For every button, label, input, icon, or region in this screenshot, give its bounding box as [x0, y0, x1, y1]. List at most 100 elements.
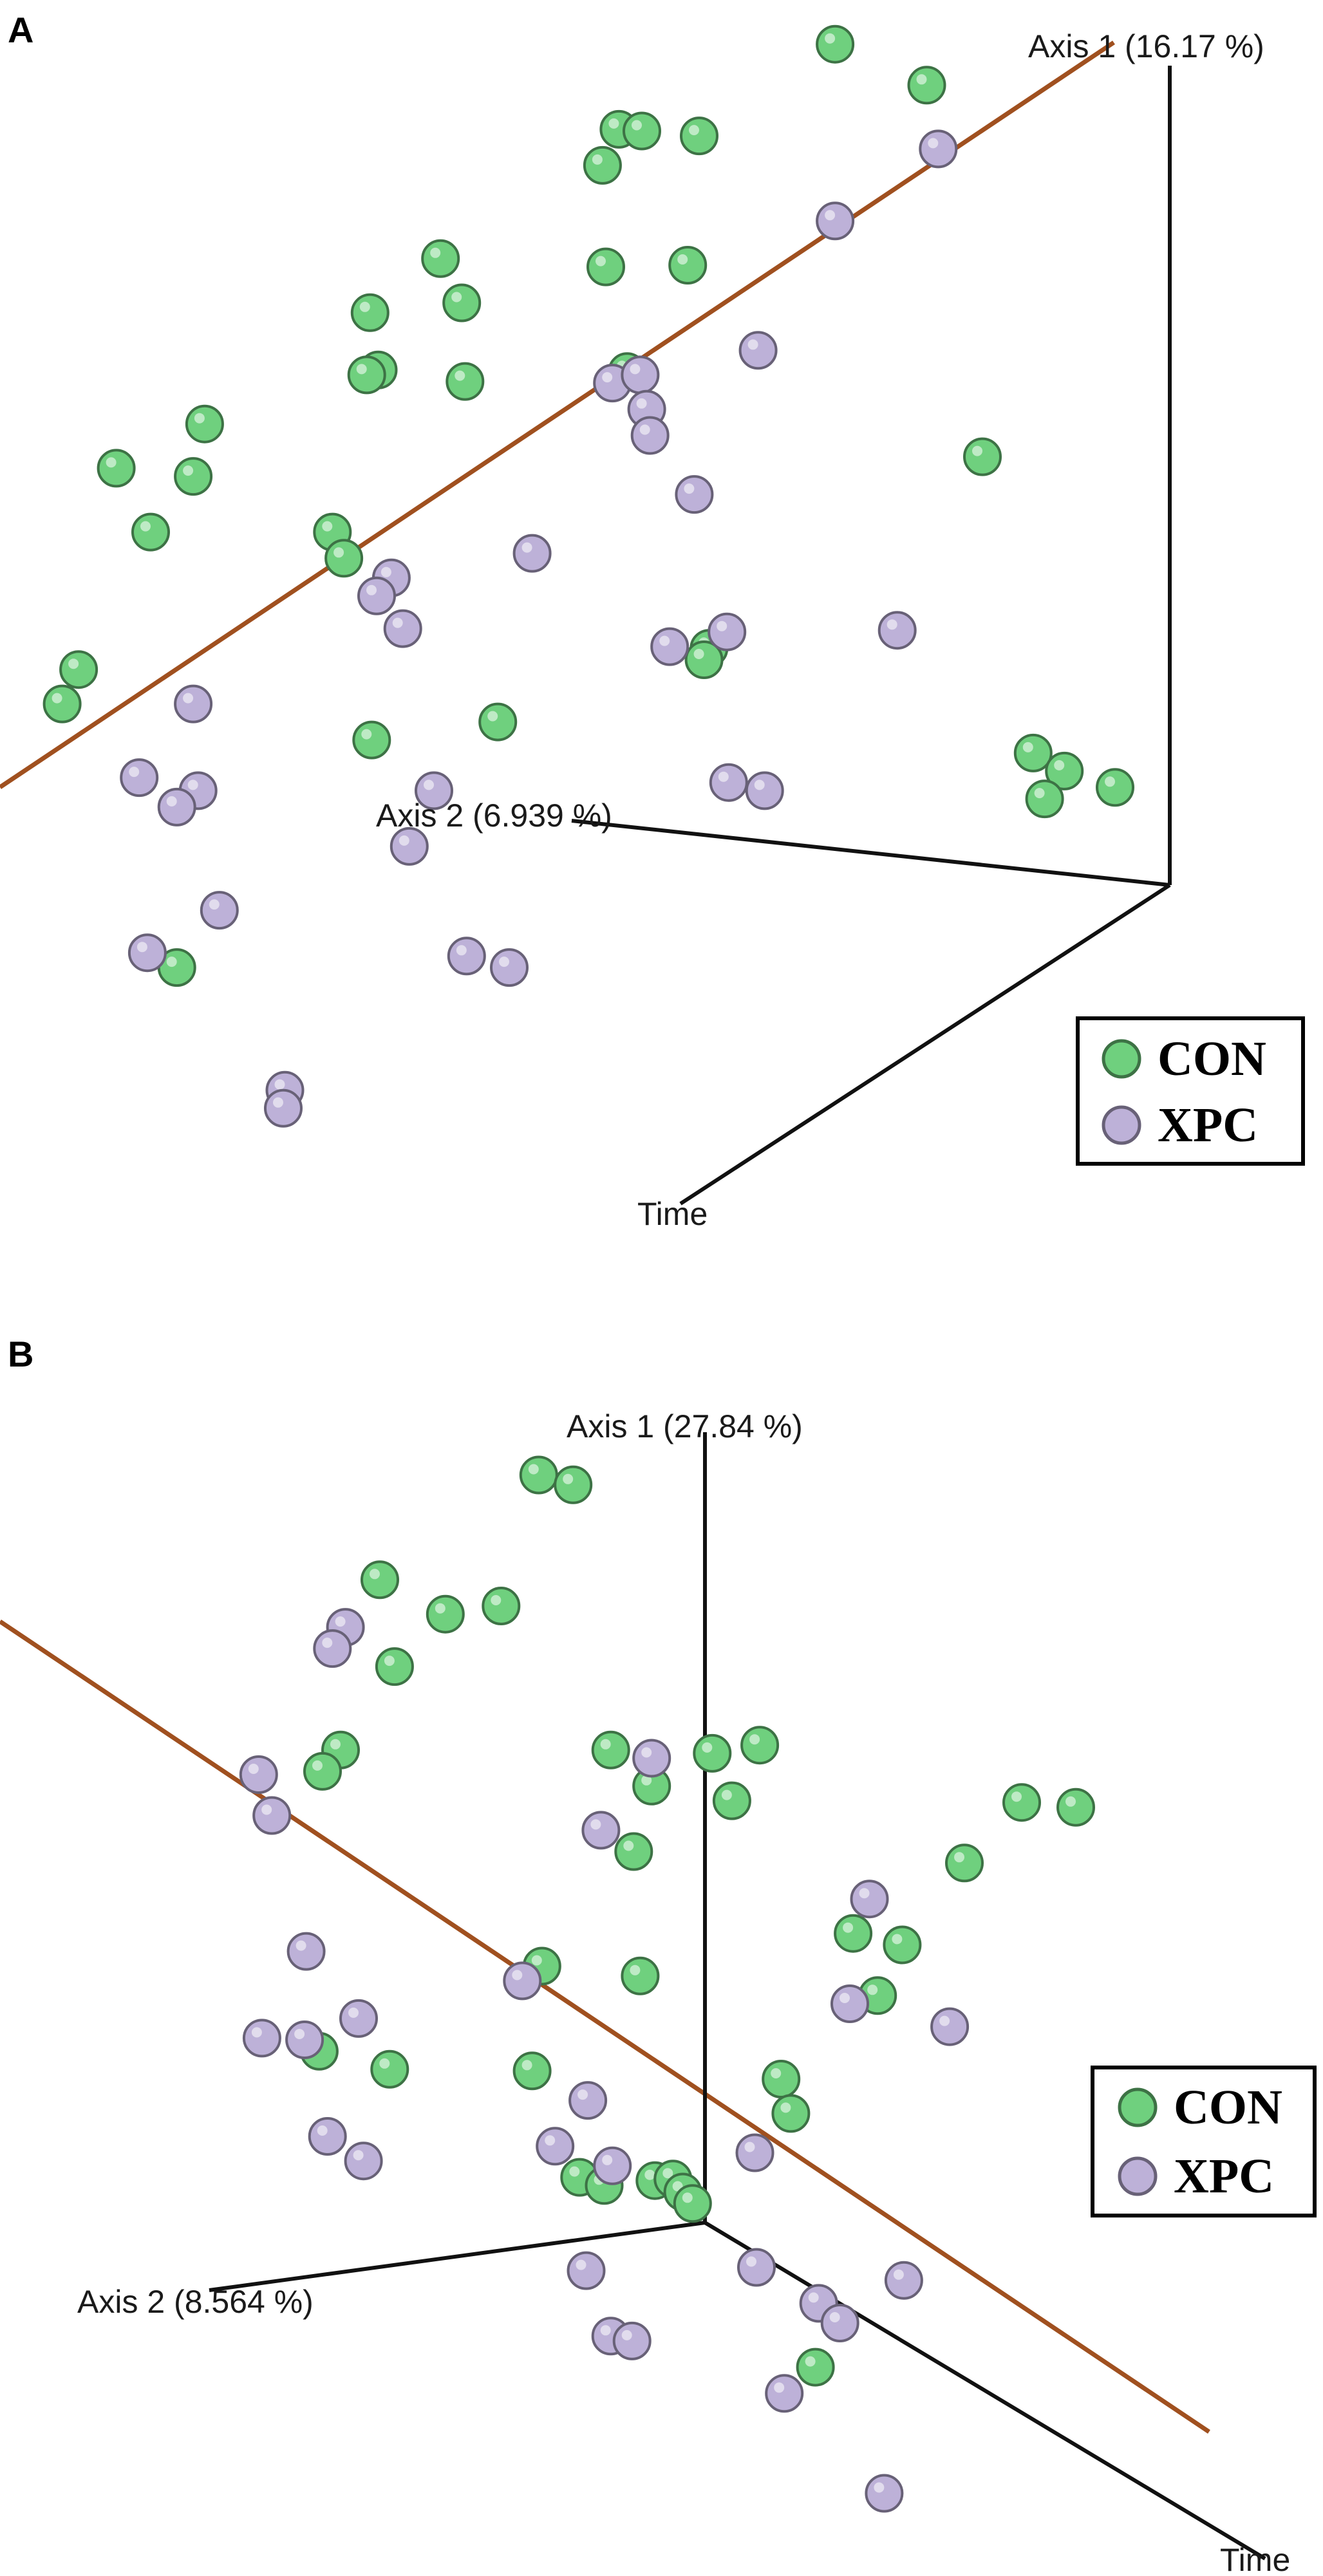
panel-b-con-point-11 [740, 1726, 780, 1765]
panel-a-xpc-point-17 [120, 758, 159, 798]
panel-b-con-point-1 [519, 1455, 558, 1495]
point-highlight [335, 1616, 346, 1627]
panel-a-con-point-1 [816, 24, 855, 64]
panel-b-con-point-14 [614, 1832, 653, 1871]
point-highlight [424, 779, 434, 790]
point-highlight [596, 256, 606, 266]
panel-b-legend-xpc-label: XPC [1174, 2149, 1274, 2203]
panel-b-xpc-point-4 [252, 1796, 292, 1835]
panel-b-legend: CON XPC [1091, 2066, 1317, 2217]
panel-b-con-point-34 [796, 2347, 835, 2387]
panel-a-con-point-18 [174, 457, 213, 496]
point-highlight [744, 2142, 755, 2152]
panel-a-xpc-point-29 [264, 1088, 303, 1128]
point-highlight [608, 118, 619, 129]
point-highlight [749, 1734, 760, 1745]
point-highlight [545, 2135, 556, 2146]
point-highlight [600, 2325, 611, 2336]
panel-b-axis-1-label: Axis 1 (27.84 %) [567, 1408, 803, 1444]
panel-b-legend-con-swatch [1118, 2087, 1158, 2127]
panel-b-xpc-point-29 [865, 2474, 904, 2513]
point-highlight [129, 767, 140, 778]
panel-a-legend-xpc-swatch [1102, 1105, 1141, 1145]
point-highlight [166, 957, 177, 967]
panel-a-con-point-4 [623, 111, 661, 151]
point-highlight [867, 1984, 878, 1995]
point-highlight [322, 1638, 333, 1648]
point-highlight [248, 1764, 259, 1774]
point-highlight [435, 1603, 446, 1614]
panel-b-con-point-22 [621, 1956, 660, 1995]
panel-b-xpc-point-15 [568, 2081, 608, 2120]
panel-b-xpc-point-9 [830, 1984, 869, 2023]
panel-b: B Axis 1 (27.84 %) Axis 2 (8.564 %) Time… [0, 1334, 1317, 2576]
panel-a-xpc-point-24 [200, 891, 239, 930]
panel-a-xpc-point-11 [357, 576, 396, 615]
point-highlight [825, 33, 836, 44]
panel-b-con-point-9 [591, 1730, 630, 1769]
panel-b-xpc-point-11 [339, 1999, 378, 2038]
panel-a-con-point-19 [963, 437, 1002, 476]
panel-b-xpc-point-18 [536, 2127, 575, 2166]
panel-b-con-point-15 [1002, 1783, 1041, 1822]
point-highlight [52, 693, 62, 704]
panel-b-xpc-point-21 [567, 2251, 606, 2290]
point-highlight [825, 210, 836, 221]
panel-b-con-point-5 [482, 1587, 521, 1625]
panel-b-xpc-point-23 [884, 2261, 923, 2300]
point-highlight [747, 339, 758, 350]
panel-b-xpc-point-6 [581, 1811, 621, 1850]
point-highlight [1054, 760, 1065, 770]
point-highlight [636, 398, 647, 409]
panel-b-xpc-point-16 [308, 2117, 347, 2156]
panel-a-con-point-6 [583, 145, 622, 185]
point-highlight [939, 2015, 950, 2026]
point-highlight [972, 445, 982, 456]
point-highlight [717, 621, 727, 631]
point-highlight [187, 779, 198, 790]
point-highlight [333, 547, 344, 558]
point-highlight [296, 1940, 306, 1951]
panel-b-time-label: Time [1220, 2542, 1290, 2576]
point-highlight [68, 658, 79, 669]
panel-b-con-point-2 [554, 1465, 593, 1504]
panel-a-time-axis-line [679, 883, 1171, 1206]
point-highlight [576, 2259, 586, 2270]
panel-a-con-point-27 [478, 702, 518, 742]
point-highlight [521, 542, 532, 553]
point-highlight [166, 796, 177, 807]
panel-a-axis-1-label: Axis 1 (16.17 %) [1028, 28, 1264, 64]
panel-a-xpc-point-7 [630, 416, 670, 455]
point-highlight [380, 566, 391, 577]
point-highlight [774, 2382, 785, 2393]
panel-a-xpc-point-21 [709, 763, 748, 802]
point-highlight [684, 483, 695, 494]
panel-b-con-point-27 [771, 2094, 811, 2133]
panel-b-con-point-10 [693, 1733, 732, 1773]
panel-a-con-point-10 [442, 283, 482, 322]
point-highlight [1034, 788, 1045, 799]
point-highlight [361, 729, 372, 740]
point-highlight [592, 154, 603, 165]
point-highlight [563, 1473, 574, 1484]
point-highlight [639, 424, 650, 435]
panel-b-xpc-point-7 [850, 1880, 889, 1919]
panel-b-xpc-point-10 [503, 1961, 542, 2001]
panel-b-con-point-24 [370, 2049, 409, 2089]
point-highlight [577, 2089, 588, 2100]
point-highlight [928, 138, 939, 149]
panel-b-legend-xpc-swatch [1118, 2156, 1158, 2196]
panel-a-xpc-point-8 [675, 475, 714, 514]
point-highlight [874, 2482, 885, 2493]
panel-b-con-point-17 [945, 1843, 984, 1883]
point-highlight [829, 2312, 840, 2322]
panel-b-separator-line [0, 1619, 1210, 2434]
point-highlight [641, 1775, 652, 1786]
panel-a-con-point-5 [680, 117, 718, 156]
panel-b-legend-con-label: CON [1174, 2080, 1282, 2134]
point-highlight [602, 2154, 613, 2165]
point-highlight [106, 457, 117, 468]
panel-b-xpc-point-14 [930, 2007, 970, 2046]
panel-a-xpc-point-22 [745, 771, 784, 810]
panel-b-con-point-6 [375, 1647, 414, 1686]
